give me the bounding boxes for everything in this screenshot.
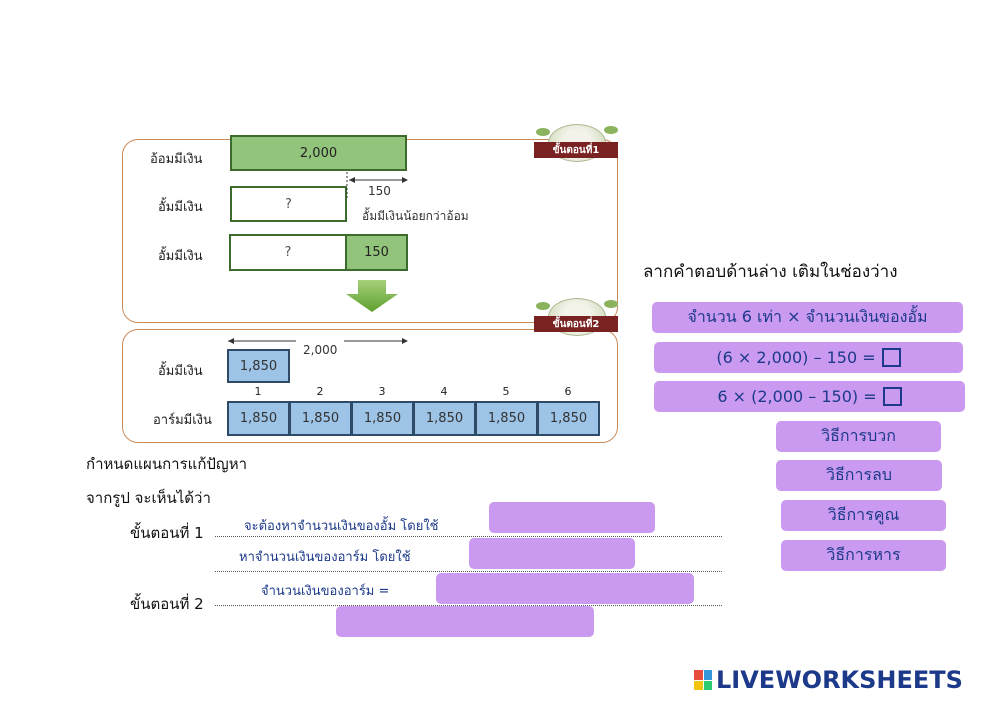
drop-slot-step2-expression[interactable] — [436, 573, 694, 604]
index-label: 5 — [502, 385, 510, 398]
instruction-text: ลากคำตอบด้านล่าง เติมในช่องว่าง — [643, 262, 898, 282]
arm-bar-segment: 1,850 — [475, 401, 538, 436]
step1-plan-question-2: หาจำนวนเงินของอาร์ม โดยใช้ — [239, 550, 411, 565]
step2-arm-label: อาร์มมีเงิน — [153, 413, 212, 428]
dotted-line — [215, 536, 722, 537]
step2-aum-bar: 1,850 — [227, 349, 290, 383]
index-label: 3 — [378, 385, 386, 398]
answer-option-1[interactable]: จำนวน 6 เท่า × จำนวนเงินของอั้ม — [652, 302, 963, 333]
step1-row2-bar: ? — [230, 186, 347, 222]
plan-heading: กำหนดแผนการแก้ปัญหา — [86, 455, 248, 473]
step1-row3-bar-unknown: ? — [229, 234, 347, 271]
index-label: 4 — [440, 385, 448, 398]
dotted-line — [215, 605, 722, 606]
step1-row2-label: อั้มมีเงิน — [158, 200, 203, 215]
blank-square-icon — [881, 348, 901, 367]
diff-note: อั้มมีเงินน้อยกว่าอ้อม — [362, 209, 469, 223]
logo-text: LIVEWORKSHEETS — [716, 666, 963, 694]
step2-badge-label: ขั้นตอนที่2 — [534, 316, 618, 332]
method-multiplication[interactable]: วิธีการคูณ — [781, 500, 946, 531]
blank-square-icon — [882, 387, 902, 406]
arm-bar-segment: 1,850 — [289, 401, 352, 436]
dotted-line — [215, 571, 722, 572]
diff-value: 150 — [368, 184, 391, 198]
logo-mark-icon — [694, 670, 712, 690]
step1-plan-label: ขั้นตอนที่ 1 — [130, 524, 204, 542]
arm-bar-segment: 1,850 — [537, 401, 600, 436]
step2-badge: ขั้นตอนที่2 — [530, 298, 622, 348]
answer-option-3-label: 6 × (2,000 – 150) = — [717, 387, 877, 406]
method-addition[interactable]: วิธีการบวก — [776, 421, 941, 452]
plan-subheading: จากรูป จะเห็นได้ว่า — [86, 489, 211, 507]
liveworksheets-logo: LIVEWORKSHEETS — [694, 666, 963, 694]
arm-bar-segment: 1,850 — [351, 401, 414, 436]
step1-row3-label: อั้มมีเงิน — [158, 249, 203, 264]
arm-bar-segment: 1,850 — [227, 401, 290, 436]
span-arrow — [228, 338, 408, 344]
answer-option-2-label: (6 × 2,000) – 150 = — [716, 348, 876, 367]
arm-bar-segment: 1,850 — [413, 401, 476, 436]
step2-plan-label: ขั้นตอนที่ 2 — [130, 595, 204, 613]
method-subtraction[interactable]: วิธีการลบ — [776, 460, 942, 491]
down-arrow — [346, 280, 398, 312]
span-value: 2,000 — [303, 343, 338, 357]
drop-slot-step2-answer[interactable] — [336, 606, 594, 637]
diff-arrow — [346, 172, 408, 198]
index-label: 1 — [254, 385, 262, 398]
step1-badge-label: ขั้นตอนที่1 — [534, 142, 618, 158]
index-label: 6 — [564, 385, 572, 398]
step2-plan-question: จำนวนเงินของอาร์ม = — [261, 584, 390, 599]
method-division[interactable]: วิธีการหาร — [781, 540, 946, 571]
answer-option-3[interactable]: 6 × (2,000 – 150) = — [654, 381, 965, 412]
step2-frame — [122, 329, 618, 443]
step1-plan-question-1: จะต้องหาจำนวนเงินของอั้ม โดยใช้ — [244, 519, 439, 534]
step1-row1-bar: 2,000 — [230, 135, 407, 171]
step1-row3-bar-diff: 150 — [345, 234, 408, 271]
index-label: 2 — [316, 385, 324, 398]
step1-badge: ขั้นตอนที่1 — [530, 124, 622, 174]
drop-slot-step1-method-2[interactable] — [469, 538, 635, 569]
drop-slot-step1-method-1[interactable] — [489, 502, 655, 533]
step1-row1-label: อ้อมมีเงิน — [150, 152, 203, 167]
step2-aum-label: อั้มมีเงิน — [158, 364, 203, 379]
answer-option-1-label: จำนวน 6 เท่า × จำนวนเงินของอั้ม — [687, 307, 928, 326]
answer-option-2[interactable]: (6 × 2,000) – 150 = — [654, 342, 963, 373]
